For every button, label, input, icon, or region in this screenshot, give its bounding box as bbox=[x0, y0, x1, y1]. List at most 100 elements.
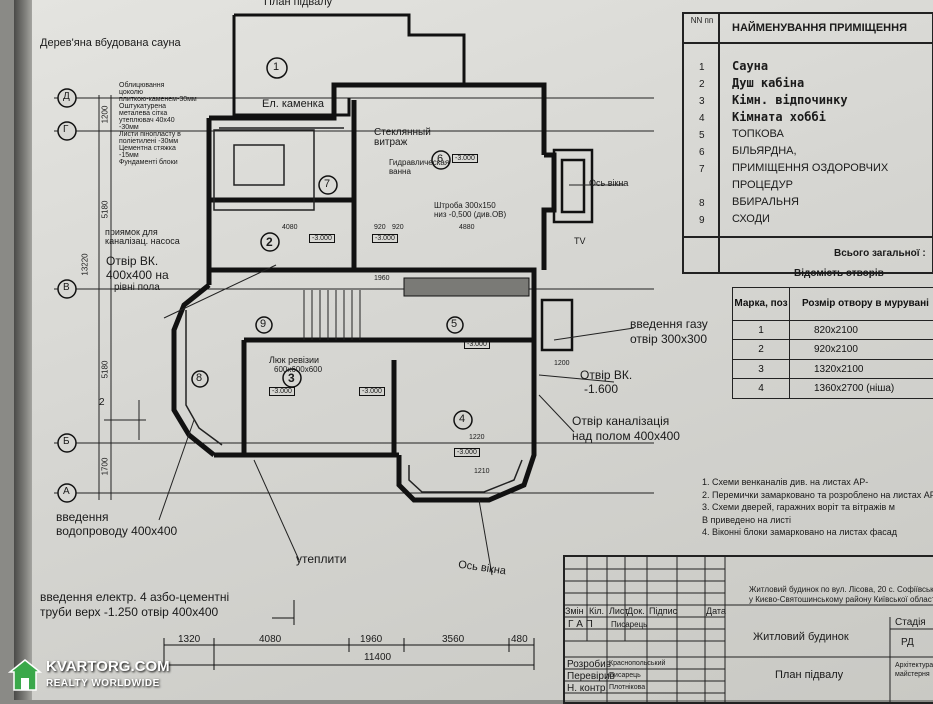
room-level: -3.000 bbox=[359, 387, 385, 396]
opening-mark: 4 bbox=[733, 379, 790, 399]
wall-note: Оштукатурена bbox=[119, 103, 197, 110]
checked-label: Перевірив bbox=[567, 671, 615, 682]
room-number: 7 bbox=[324, 178, 330, 190]
title-col: Підпис bbox=[649, 606, 677, 616]
strip-level-label: низ -0,500 (див.ОВ) bbox=[434, 210, 506, 219]
title-col: Змін bbox=[565, 606, 584, 616]
room-row-number: 7 bbox=[699, 164, 705, 175]
opening-mark: 2 bbox=[733, 340, 790, 360]
gap-label: Г А П bbox=[568, 619, 593, 630]
room-row-number: 9 bbox=[699, 215, 705, 226]
openings-title: Відомість отворів bbox=[794, 268, 884, 279]
wall-note: -15мм bbox=[119, 152, 197, 159]
sheet-name: План підвалу bbox=[775, 669, 843, 681]
checked-name: Писарець bbox=[609, 672, 641, 679]
sewer-opening-label: Отвір каналізація bbox=[572, 414, 669, 428]
note-line: 2. Перемички замарковано та розроблено н… bbox=[702, 489, 933, 502]
dim-label: 1200 bbox=[100, 106, 109, 124]
col-mark-header: Марка, поз bbox=[733, 288, 790, 321]
water-input-label: введення bbox=[56, 510, 108, 524]
dim-label: 5180 bbox=[100, 201, 109, 219]
gas-input-label: введення газу bbox=[630, 317, 708, 331]
dim-label: 1200 bbox=[554, 360, 570, 367]
general-notes: 1. Схеми венканалів див. на листах АР- 2… bbox=[702, 476, 933, 539]
wall-note: плиткою-каменем-30мм bbox=[119, 96, 197, 103]
developed-label: Розробив bbox=[567, 659, 611, 670]
dim-label: 3560 bbox=[442, 634, 464, 645]
dim-label: 920 bbox=[392, 224, 404, 231]
vent-opening-label: Отвір ВК. bbox=[106, 254, 158, 268]
dim-label: 2 bbox=[99, 397, 105, 408]
stage-label: Стадія bbox=[895, 617, 926, 628]
dim-label: 1960 bbox=[360, 634, 382, 645]
water-size-label: водопроводу 400х400 bbox=[56, 524, 177, 538]
electric-input-label: введення електр. 4 азбо-цементні bbox=[40, 590, 229, 604]
room-row-name: Душ кабіна bbox=[732, 76, 804, 90]
plan-title: План підвалу bbox=[264, 0, 332, 8]
room-row-name: Сауна bbox=[732, 59, 768, 73]
room-row-name: ТОПКОВА bbox=[732, 128, 784, 140]
room-number: 4 bbox=[459, 413, 465, 425]
room-level: -3.000 bbox=[464, 340, 490, 349]
title-col: Кіл. bbox=[589, 606, 604, 616]
dim-label: 1210 bbox=[474, 468, 490, 475]
axis-label: Б bbox=[63, 436, 70, 447]
axis-label: А bbox=[63, 486, 70, 497]
room-number: 9 bbox=[260, 318, 266, 330]
insulate-label: утеплити bbox=[296, 552, 346, 566]
opening-size: 1320х2100 bbox=[790, 359, 933, 379]
axis-label: Д bbox=[63, 91, 70, 102]
room-row-name: БІЛЬЯРДНА, bbox=[732, 145, 797, 157]
title-col: Док. bbox=[627, 606, 645, 616]
page-binding bbox=[14, 0, 32, 700]
title-block: Житловий будинок по вул. Лісова, 20 с. С… bbox=[563, 555, 933, 704]
dim-label: 4880 bbox=[459, 224, 475, 231]
total-dim-label: 11400 bbox=[364, 652, 391, 663]
control-label: Н. контр. bbox=[567, 683, 608, 694]
title-col: Лист bbox=[609, 606, 629, 616]
dim-label: 1220 bbox=[469, 434, 485, 441]
stove-label: Ел. каменка bbox=[262, 98, 324, 110]
wall-note: утеплювач 40х40 bbox=[119, 117, 197, 124]
house-logo-icon bbox=[8, 658, 42, 692]
dim-label: 480 bbox=[511, 634, 528, 645]
wall-notes: Облицювання цоколю плиткою-каменем-30мм … bbox=[119, 82, 197, 166]
watermark-brand: KVARTORG.COM bbox=[46, 658, 170, 675]
dim-label: 1320 bbox=[178, 634, 200, 645]
rooms-schedule-table: NN пп НАЙМЕНУВАННЯ ПРИМІЩЕННЯ П 1 Сауна … bbox=[682, 12, 933, 274]
developed-name: Краснопольський bbox=[609, 660, 665, 667]
wall-note: Облицювання bbox=[119, 82, 197, 89]
room-number: 3 bbox=[288, 371, 295, 385]
table-divider bbox=[684, 236, 933, 238]
wall-note: металева сітка bbox=[119, 110, 197, 117]
title-address: Житловий будинок по вул. Лісова, 20 с. С… bbox=[749, 585, 933, 594]
opening-size: 1360х2700 (ніша) bbox=[790, 379, 933, 399]
col-no-header: NN пп bbox=[690, 16, 714, 26]
hatch-label: Люк ревізии bbox=[269, 355, 319, 365]
dim-label: 5180 bbox=[100, 361, 109, 379]
tv-label: TV bbox=[574, 236, 586, 246]
opening-mark: 1 bbox=[733, 320, 790, 340]
dim-label: 1700 bbox=[100, 458, 109, 476]
dim-label: 1960 bbox=[374, 275, 390, 282]
room-number: 6 bbox=[437, 153, 443, 165]
room-row-number: 6 bbox=[699, 147, 705, 158]
wall-note: поліетилені -30мм bbox=[119, 138, 197, 145]
opening-size: 820х2100 bbox=[790, 320, 933, 340]
room-row-name: СХОДИ bbox=[732, 213, 770, 225]
stage-value: РД bbox=[901, 637, 914, 648]
sauna-label: Дерев'яна вбудована сауна bbox=[40, 37, 181, 49]
wall-note: цоколю bbox=[119, 89, 197, 96]
room-row-number: 4 bbox=[699, 113, 705, 124]
room-row-name: ПРОЦЕДУР bbox=[732, 179, 793, 191]
note-line: 3. Схеми дверей, гаражних воріт та вітра… bbox=[702, 501, 933, 514]
sewer-size-label: над полом 400х400 bbox=[572, 429, 680, 443]
dim-label: 4080 bbox=[259, 634, 281, 645]
room-row-name: Кімн. відпочинку bbox=[732, 93, 848, 107]
wall-note: Фундаменті блоки bbox=[119, 159, 197, 166]
drawing-sheet: План підвалу Дерев'яна вбудована сауна Е… bbox=[14, 0, 933, 700]
room-row-number: 5 bbox=[699, 130, 705, 141]
note-line: В приведено на листі bbox=[702, 514, 933, 527]
vent-opening2-label: Отвір ВК. bbox=[580, 368, 632, 382]
title-col: Дата bbox=[706, 606, 726, 616]
